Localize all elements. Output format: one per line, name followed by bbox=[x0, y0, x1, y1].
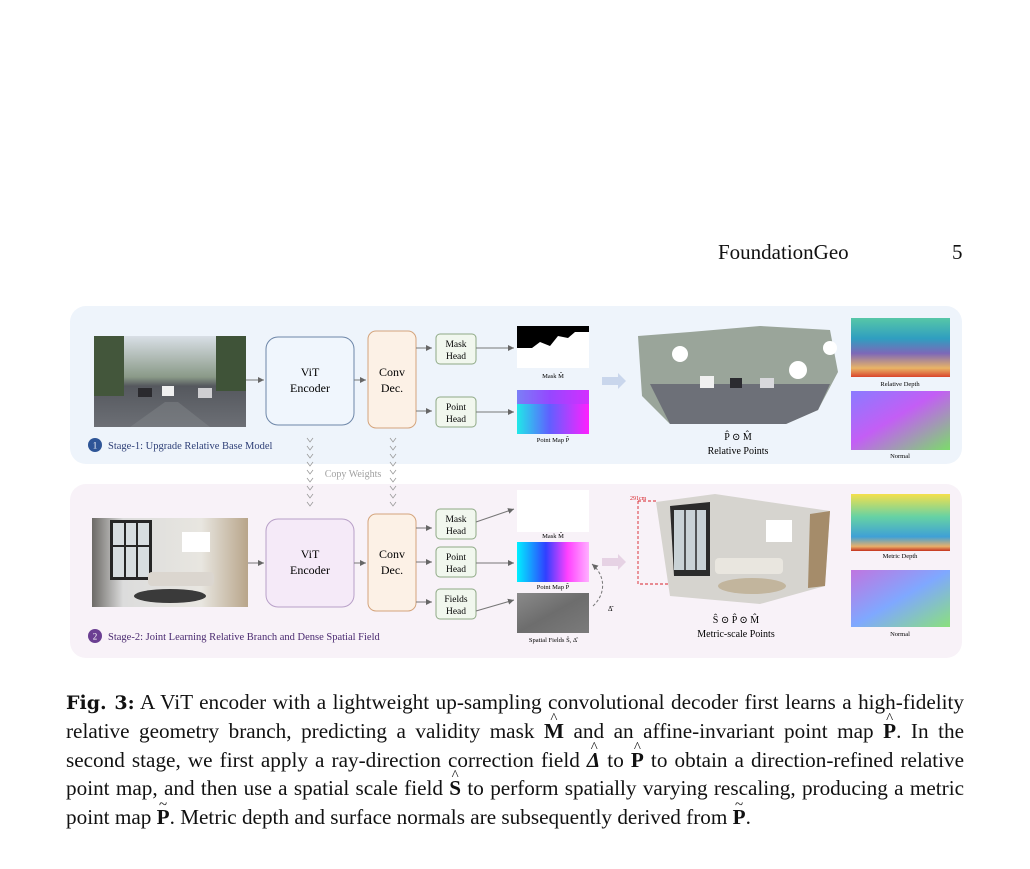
svg-text:Head: Head bbox=[446, 415, 466, 425]
symbol-point-map: ^P bbox=[630, 739, 644, 772]
stage1-mask-output: Mask M̂ bbox=[517, 326, 589, 380]
stage2-title: Stage-2: Joint Learning Relative Branch … bbox=[108, 632, 381, 643]
svg-text:Head: Head bbox=[446, 352, 466, 362]
delta-label: Δ̂ bbox=[608, 605, 615, 613]
symbol-mask: ^M bbox=[543, 711, 564, 744]
svg-text:Conv: Conv bbox=[379, 547, 405, 561]
stage1-vit-encoder: ViT Encoder bbox=[265, 336, 355, 426]
svg-text:Normal: Normal bbox=[890, 453, 910, 460]
svg-text:P̂ ⊙ M̂: P̂ ⊙ M̂ bbox=[724, 430, 752, 443]
metric-scale-points-cloud: 291cm Ŝ ⊙ P̂ ⊙ M̂ Metric-scale Points bbox=[630, 494, 830, 640]
svg-text:Relative Points: Relative Points bbox=[708, 446, 769, 457]
copy-weights-connector bbox=[306, 437, 397, 507]
stage2-vit-encoder: ViT Encoder bbox=[265, 518, 355, 608]
svg-text:Mask M̂: Mask M̂ bbox=[542, 533, 564, 540]
svg-text:Mask: Mask bbox=[445, 515, 466, 525]
stage1-input-image bbox=[94, 336, 246, 427]
stage2-conv-decoder: Conv Dec. bbox=[367, 513, 417, 612]
svg-text:1: 1 bbox=[93, 441, 98, 451]
stage1-normal-map: Normal bbox=[851, 391, 950, 460]
svg-text:Dec.: Dec. bbox=[381, 381, 403, 395]
spatial-fields-output: Spatial Fields Ŝ, Δ̂ bbox=[517, 593, 589, 644]
stage2-badge: 2 bbox=[88, 629, 102, 643]
stage2-fusion-arrow bbox=[602, 554, 626, 570]
svg-text:ViT: ViT bbox=[301, 365, 320, 379]
symbol-scale-field: ^S bbox=[449, 768, 462, 801]
svg-text:Spatial Fields Ŝ, Δ̂: Spatial Fields Ŝ, Δ̂ bbox=[529, 636, 579, 644]
stage1-point-head: Point Head bbox=[435, 396, 477, 428]
stage2-point-head: Point Head bbox=[435, 546, 477, 578]
stage1-badge: 1 bbox=[88, 438, 102, 452]
page-number: 5 bbox=[952, 240, 963, 264]
svg-text:Metric-scale Points: Metric-scale Points bbox=[697, 629, 775, 640]
svg-text:ViT: ViT bbox=[301, 547, 320, 561]
svg-text:Point Map P̂: Point Map P̂ bbox=[537, 437, 570, 444]
symbol-metric-point-map: ~P bbox=[732, 796, 746, 829]
stage1-fusion-arrow bbox=[602, 373, 626, 389]
relative-depth-map: Relative Depth bbox=[851, 318, 950, 388]
svg-text:Point Map P̂: Point Map P̂ bbox=[537, 584, 570, 591]
svg-text:Point: Point bbox=[446, 553, 466, 563]
stage2-normal-map: Normal bbox=[851, 570, 950, 638]
svg-text:Dec.: Dec. bbox=[381, 563, 403, 577]
stage1-title: Stage-1: Upgrade Relative Base Model bbox=[108, 441, 273, 452]
stage2-mask-head: Mask Head bbox=[435, 508, 477, 540]
stage2-fields-head: Fields Head bbox=[435, 588, 477, 620]
svg-text:Relative Depth: Relative Depth bbox=[880, 381, 920, 388]
svg-text:Normal: Normal bbox=[890, 631, 910, 638]
stage2-mask-output: Mask M̂ bbox=[517, 490, 589, 540]
stage1-conv-decoder: Conv Dec. bbox=[367, 330, 417, 429]
svg-text:Ŝ ⊙ P̂ ⊙ M̂: Ŝ ⊙ P̂ ⊙ M̂ bbox=[713, 613, 760, 626]
svg-text:Head: Head bbox=[446, 565, 466, 575]
symbol-point-map: ^P bbox=[883, 711, 897, 744]
stage1-mask-head: Mask Head bbox=[435, 333, 477, 365]
copy-weights-label: Copy Weights bbox=[325, 469, 382, 480]
figure-label: Fig. 3: bbox=[66, 692, 135, 714]
figure-caption: Fig. 3: A ViT encoder with a lightweight… bbox=[66, 688, 964, 831]
svg-text:Conv: Conv bbox=[379, 365, 405, 379]
svg-text:291cm: 291cm bbox=[630, 496, 647, 502]
svg-text:Encoder: Encoder bbox=[290, 563, 330, 577]
svg-text:Encoder: Encoder bbox=[290, 381, 330, 395]
svg-text:Head: Head bbox=[446, 607, 466, 617]
svg-text:Head: Head bbox=[446, 527, 466, 537]
symbol-delta: ^Δ bbox=[586, 739, 601, 772]
stage1-point-map-output: Point Map P̂ bbox=[517, 390, 589, 444]
running-header-title: FoundationGeo bbox=[718, 240, 849, 264]
metric-depth-map: Metric Depth bbox=[851, 494, 950, 560]
relative-points-cloud: P̂ ⊙ M̂ Relative Points bbox=[638, 326, 838, 457]
svg-text:2: 2 bbox=[93, 632, 98, 642]
stage2-point-map-output: Point Map P̂ bbox=[517, 542, 589, 591]
svg-text:Mask: Mask bbox=[445, 340, 466, 350]
svg-text:Fields: Fields bbox=[444, 595, 468, 605]
svg-text:Metric Depth: Metric Depth bbox=[883, 553, 919, 560]
stage2-input-image bbox=[92, 518, 248, 607]
svg-text:Mask M̂: Mask M̂ bbox=[542, 373, 564, 380]
svg-text:Point: Point bbox=[446, 403, 466, 413]
symbol-metric-point-map: ~P bbox=[156, 796, 170, 829]
pipeline-figure: ViT Encoder Conv Dec. Mask Head Point He… bbox=[70, 306, 962, 658]
